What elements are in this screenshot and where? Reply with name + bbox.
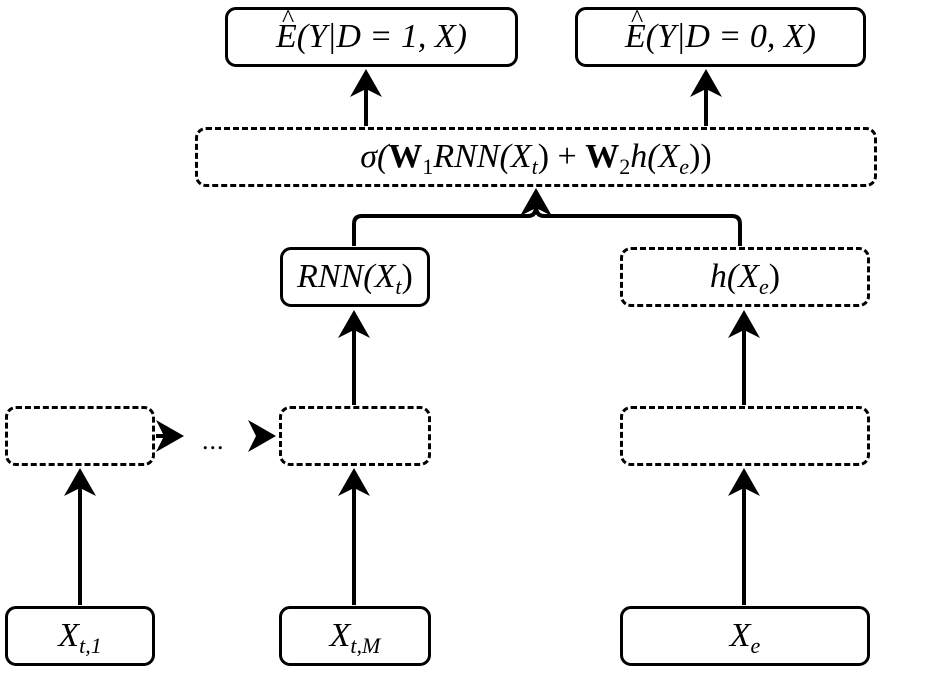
rnn-output-label: RNN(Xt) — [297, 258, 413, 298]
rnn-output-subscript: t — [395, 274, 402, 299]
rnn-output-main: RNN(X — [297, 258, 396, 295]
input-tm-main: X — [329, 617, 351, 654]
weight-w2: W — [585, 138, 620, 175]
h-output-main: h(X — [709, 258, 759, 295]
hidden-box-e — [620, 406, 870, 466]
output-box-d0: E^(Y|D = 0, X) — [575, 6, 866, 67]
hidden-box-m — [279, 406, 431, 466]
rnn-output-box: RNN(Xt) — [280, 247, 430, 307]
hat-symbol: ^ — [631, 4, 644, 33]
input-e-subscript: e — [750, 633, 761, 658]
h-output-box: h(Xe) — [620, 247, 870, 307]
input-e-main: X — [729, 617, 751, 654]
output-d1-expression: (Y|D = 1, X) — [296, 18, 467, 55]
output-d1-estimator: E — [276, 18, 297, 55]
rnn-term: RNN — [433, 138, 500, 175]
input-tm-subscript: t,M — [350, 633, 381, 658]
output-d0-estimator: E — [625, 18, 646, 55]
combine-formula: σ(W1RNN(Xt) + W2h(Xe)) — [360, 138, 712, 178]
xt-subscript: t — [531, 154, 538, 179]
hat-symbol: ^ — [282, 4, 295, 33]
merge-connector — [352, 205, 742, 246]
input-t1-label: Xt,1 — [58, 617, 101, 657]
h-term: h — [630, 138, 648, 175]
input-tm-label: Xt,M — [329, 617, 381, 657]
xe-subscript: e — [679, 154, 690, 179]
weight-w1-subscript: 1 — [422, 154, 434, 179]
h-output-label: h(Xe) — [709, 258, 781, 298]
weight-w2-subscript: 2 — [619, 154, 631, 179]
input-t1-main: X — [58, 617, 80, 654]
input-box-t1: Xt,1 — [5, 606, 155, 666]
h-output-close: ) — [768, 258, 781, 295]
combine-close: )) — [689, 138, 712, 175]
input-box-e: Xe — [620, 606, 870, 666]
input-box-tm: Xt,M — [279, 606, 431, 666]
combine-box: σ(W1RNN(Xt) + W2h(Xe)) — [195, 127, 877, 187]
input-e-label: Xe — [729, 617, 761, 657]
weight-w1: W — [388, 138, 423, 175]
plus-term: ) + — [537, 138, 586, 175]
xt-term: (X — [499, 138, 532, 175]
output-d0-label: E^(Y|D = 0, X) — [625, 6, 816, 55]
output-d1-label: E^(Y|D = 1, X) — [276, 6, 467, 55]
output-d0-expression: (Y|D = 0, X) — [645, 18, 816, 55]
xe-term: (X — [647, 138, 680, 175]
output-box-d1: E^(Y|D = 1, X) — [225, 6, 518, 67]
input-t1-subscript: t,1 — [79, 633, 102, 658]
h-output-subscript: e — [759, 274, 769, 299]
rnn-output-close: ) — [401, 258, 413, 295]
hidden-box-1 — [5, 406, 155, 466]
sigma-symbol: σ( — [360, 138, 389, 175]
ellipsis-label: ... — [202, 426, 225, 455]
